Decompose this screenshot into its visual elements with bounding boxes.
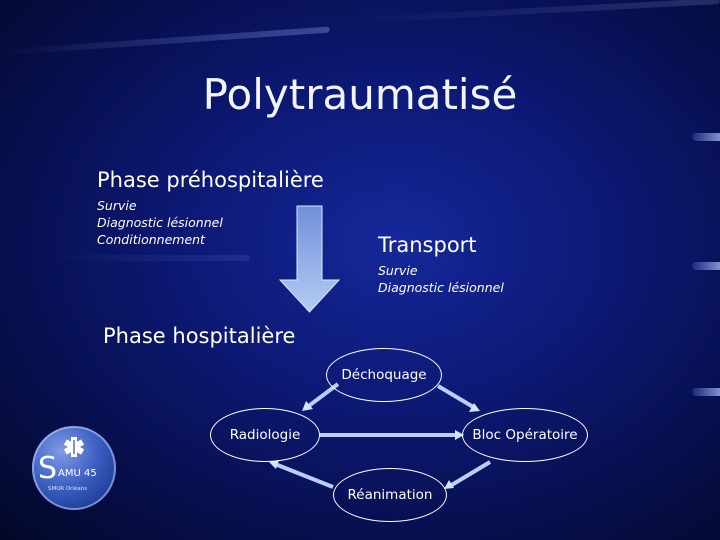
prehospital-item: Survie [97,198,137,213]
node-bloc-operatoire: Bloc Opératoire [462,408,588,462]
prehospital-list: Survie Diagnostic lésionnel Conditionnem… [97,197,223,248]
connector-dechoquage-bloc [436,384,480,412]
background-streak [40,255,250,261]
transport-item: Survie [378,263,418,278]
transport-item: Diagnostic lésionnel [378,280,504,295]
transport-heading: Transport [378,233,477,257]
logo-text: AMU 45 [58,468,97,479]
prehospital-item: Diagnostic lésionnel [97,215,223,230]
page-title: Polytraumatisé [202,70,518,119]
star-of-life-icon [63,437,85,457]
prehospital-item: Conditionnement [97,232,205,247]
node-radiologie: Radiologie [210,408,320,462]
connector-radiologie-reanimation [269,460,334,489]
samu-logo: S AMU 45 SMUR Orléans [32,426,116,510]
transport-list: Survie Diagnostic lésionnel [378,262,504,296]
down-arrow [278,205,341,313]
edge-decoration [692,133,720,141]
hospital-heading: Phase hospitalière [103,324,296,348]
prehospital-heading: Phase préhospitalière [97,168,324,192]
connector-bloc-reanimation [444,460,492,489]
edge-decoration [692,388,720,396]
logo-subtitle: SMUR Orléans [48,486,88,492]
node-dechoquage: Déchoquage [326,348,442,402]
connector-radiologie-bloc [320,430,464,440]
logo-letter: S [38,451,58,486]
node-reanimation: Réanimation [333,468,447,522]
edge-decoration [692,262,720,270]
